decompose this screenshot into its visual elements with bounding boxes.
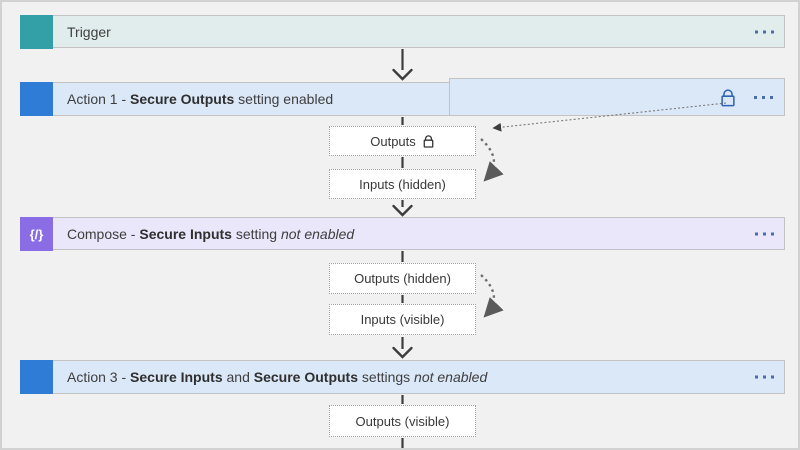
box-label: Outputs (hidden) [354, 271, 451, 286]
trigger-more-options-button[interactable] [754, 27, 775, 36]
arrow-down-icon [392, 204, 413, 217]
more-options-icon [763, 375, 766, 379]
label-segment: Action 3 - [67, 369, 131, 385]
action3-node[interactable]: Action 3 - Secure Inputs and Secure Outp… [20, 360, 785, 394]
box-label: Outputs (visible) [355, 413, 450, 429]
box-label: Outputs [370, 133, 416, 149]
outputs-to-inputs-arc [480, 274, 504, 318]
label-segment: settings [358, 369, 415, 385]
outputs-to-inputs-arc [480, 138, 504, 182]
action1-more-options-button[interactable] [753, 93, 774, 102]
lock-icon [423, 134, 434, 148]
label-segment-bold: Secure Outputs [130, 91, 235, 107]
compose-inputs-box: Inputs (visible) [329, 304, 476, 335]
label-segment: and [222, 369, 254, 385]
action1-icon [20, 82, 53, 116]
compose-icon-glyph: {/} [29, 226, 44, 242]
action3-label: Action 3 - Secure Inputs and Secure Outp… [67, 369, 487, 385]
label-segment: Action 1 - [67, 91, 131, 107]
action1-inputs-box: Inputs (hidden) [329, 169, 476, 199]
label-segment-italic: not enabled [280, 225, 355, 242]
more-options-icon [763, 232, 766, 235]
more-options-icon [755, 232, 758, 235]
label-segment-bold: Secure Inputs [139, 225, 232, 242]
compose-label: Compose - Secure Inputs setting not enab… [67, 226, 354, 242]
more-options-icon [771, 375, 774, 379]
action1-label: Action 1 - Secure Outputs setting enable… [67, 91, 333, 107]
trigger-node[interactable]: Trigger [20, 15, 785, 49]
arrow-down-icon [392, 68, 413, 81]
compose-more-options-button[interactable] [754, 229, 775, 238]
compose-node[interactable]: {/} Compose - Secure Inputs setting not … [20, 217, 785, 251]
label-segment: setting enabled [234, 91, 334, 107]
action3-more-options-button[interactable] [754, 373, 775, 382]
action3-outputs-box: Outputs (visible) [329, 405, 476, 437]
box-label: Inputs (hidden) [359, 176, 446, 192]
lock-icon [721, 89, 735, 107]
more-options-icon [763, 30, 766, 33]
more-options-icon [762, 95, 765, 99]
label-segment-bold: Secure Outputs [253, 369, 359, 385]
action1-outputs-box: Outputs [329, 126, 476, 156]
more-options-icon [755, 375, 758, 379]
box-label: Inputs (visible) [360, 312, 445, 327]
label-segment: Trigger [67, 23, 111, 40]
more-options-icon [755, 30, 758, 33]
compose-outputs-box: Outputs (hidden) [329, 263, 476, 294]
more-options-icon [771, 30, 774, 33]
arrow-down-icon [392, 346, 413, 359]
more-options-icon [754, 95, 757, 99]
trigger-icon [20, 15, 53, 49]
compose-braces-icon: {/} [20, 217, 53, 251]
trigger-label: Trigger [67, 24, 111, 40]
label-segment-bold: Secure Inputs [130, 369, 223, 385]
label-segment: Compose - [67, 225, 140, 242]
more-options-icon [770, 95, 773, 99]
more-options-icon [771, 232, 774, 235]
action3-icon [20, 360, 53, 394]
label-segment-italic: not enabled [414, 369, 488, 385]
label-segment: setting [231, 225, 281, 242]
action1-settings-card [449, 78, 785, 116]
